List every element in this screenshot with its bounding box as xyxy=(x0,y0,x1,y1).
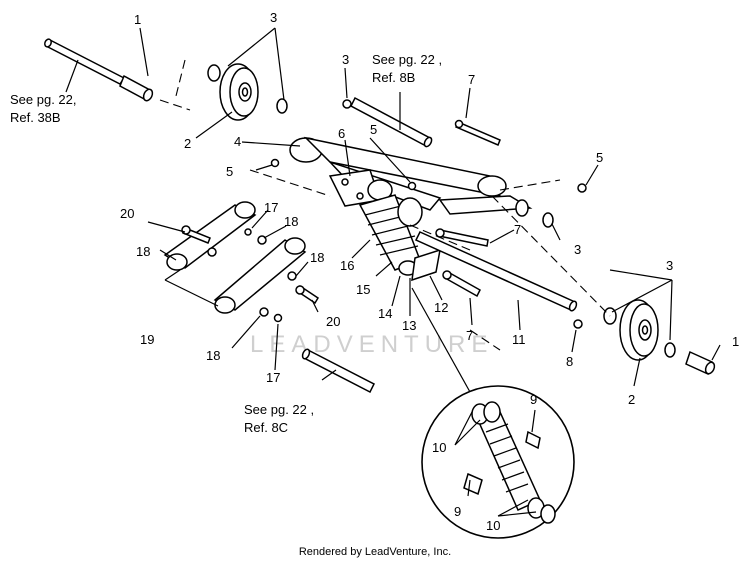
callout-10-inset-left: 10 xyxy=(432,440,446,455)
callout-16: 16 xyxy=(340,258,354,273)
callout-9-inset-top: 9 xyxy=(530,392,537,407)
callout-18-lower: 18 xyxy=(206,348,220,363)
callout-7-mid: 7 xyxy=(514,222,521,237)
bolt-part-7-low xyxy=(442,270,481,298)
callout-8: 8 xyxy=(566,354,573,369)
watermark: LEADVENTURE xyxy=(250,331,493,358)
nut-part-5-center xyxy=(407,181,417,191)
render-credit-footer: Rendered by LeadVenture, Inc. xyxy=(298,546,452,558)
idler-wheel-part-2-right xyxy=(619,299,659,361)
nut-part-17-b xyxy=(273,313,283,323)
callout-11: 11 xyxy=(512,332,526,347)
callout-2-left: 2 xyxy=(184,136,191,151)
callout-17-upper: 17 xyxy=(264,200,278,215)
callout-3-mid-right: 3 xyxy=(574,242,581,257)
ref-8c-line1: See pg. 22 , xyxy=(244,402,314,417)
ref-38b-line2: Ref. 38B xyxy=(10,110,61,125)
rear-arm-part-19-upper xyxy=(163,201,257,271)
callout-15: 15 xyxy=(356,282,370,297)
ref-8b-line1: See pg. 22 , xyxy=(372,52,442,67)
washer-part-3-center-right xyxy=(542,212,554,228)
nut-part-17-a xyxy=(244,228,252,236)
callout-18-right: 18 xyxy=(310,250,324,265)
callout-13: 13 xyxy=(402,318,416,333)
washer-part-3-upper-left-b xyxy=(276,98,288,114)
callout-18-upper-right: 18 xyxy=(284,214,298,229)
spring-plate-part-12 xyxy=(411,248,441,282)
callout-5-left: 5 xyxy=(226,164,233,179)
callout-1-right: 1 xyxy=(732,334,739,349)
spacer-part-1-right xyxy=(685,350,716,376)
bushing-part-18-c xyxy=(287,271,297,281)
callout-4: 4 xyxy=(234,134,241,149)
callout-18-left: 18 xyxy=(136,244,150,259)
callout-9-inset-bottom: 9 xyxy=(454,504,461,519)
bolt-part-8 xyxy=(573,319,583,329)
callout-5-right: 5 xyxy=(596,150,603,165)
pivot-block-part-6 xyxy=(328,169,381,207)
callout-12: 12 xyxy=(434,300,448,315)
callout-7-top: 7 xyxy=(468,72,475,87)
callout-6: 6 xyxy=(338,126,345,141)
washer-part-3-upper-left xyxy=(207,64,221,82)
callout-2-right: 2 xyxy=(628,392,635,407)
nut-part-5-right xyxy=(577,183,587,193)
ref-8b-line2: Ref. 8B xyxy=(372,70,415,85)
ref-8c-line2: Ref. 8C xyxy=(244,420,288,435)
callout-1-upper-left: 1 xyxy=(134,12,141,27)
callout-20-right: 20 xyxy=(326,314,340,329)
bushing-part-18-a xyxy=(207,247,217,257)
upper-shaft-ref-8b xyxy=(350,96,433,148)
bolt-part-7-mid xyxy=(435,228,489,247)
ref-38b-line1: See pg. 22, xyxy=(10,92,77,107)
spacer-part-1-left xyxy=(119,74,154,102)
bushing-part-18-d xyxy=(259,307,269,317)
alignment-lines xyxy=(249,169,611,351)
callout-20-left: 20 xyxy=(120,206,134,221)
shaft-part-11 xyxy=(414,231,578,312)
detail-inset-circle xyxy=(411,287,575,539)
callout-19: 19 xyxy=(140,332,154,347)
bolt-part-20-right xyxy=(295,284,320,305)
nut-part-5-left xyxy=(270,158,280,168)
callout-3-upper-left: 3 xyxy=(270,10,277,25)
callout-10-inset-bottom: 10 xyxy=(486,518,500,533)
idler-wheel-part-2-left xyxy=(219,63,259,121)
leader-lines xyxy=(65,27,721,517)
callout-3-center: 3 xyxy=(342,52,349,67)
arm-cylinder xyxy=(397,197,423,227)
washer-part-3-center-top xyxy=(342,99,352,109)
bolt-part-7-top xyxy=(454,119,501,146)
rear-arm-part-19-lower xyxy=(213,237,307,314)
lower-shaft-ref-8c xyxy=(301,348,376,394)
callout-14: 14 xyxy=(378,306,392,321)
callout-5-center: 5 xyxy=(370,122,377,137)
callout-7-low: 7 xyxy=(466,328,473,343)
callout-3-right: 3 xyxy=(666,258,673,273)
washer-part-3-right-b xyxy=(664,342,676,358)
callout-17-lower: 17 xyxy=(266,370,280,385)
upper-left-shaft xyxy=(44,38,126,85)
